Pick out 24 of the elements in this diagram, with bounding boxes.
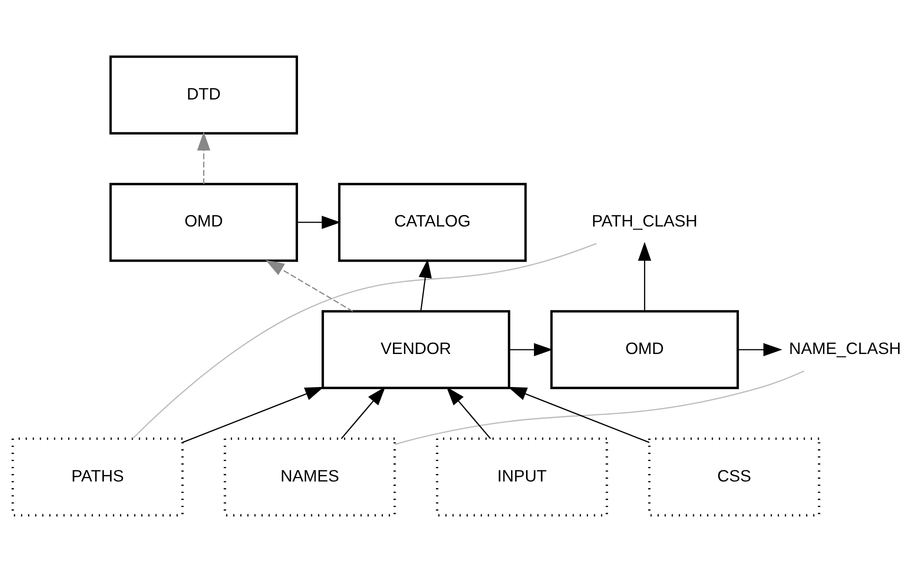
node-text: PATH_CLASH xyxy=(592,212,698,231)
arrow xyxy=(509,343,553,356)
arrow xyxy=(638,242,652,312)
node-box: PATHS xyxy=(12,437,184,516)
node-box: VENDOR xyxy=(322,310,510,390)
arrow xyxy=(197,132,210,184)
connector xyxy=(132,243,597,440)
node-box: OMD xyxy=(109,182,298,262)
node-box: INPUT xyxy=(436,437,608,516)
arrow xyxy=(340,386,386,440)
node-box: CATALOG xyxy=(338,182,527,262)
arrow xyxy=(508,386,650,444)
connector xyxy=(394,370,804,445)
node-box: OMD xyxy=(550,310,739,390)
arrow xyxy=(297,216,341,229)
node-box: CSS xyxy=(648,437,820,516)
arrow xyxy=(446,386,491,440)
arrow xyxy=(265,260,354,312)
arrow xyxy=(738,343,782,356)
arrow xyxy=(418,258,432,312)
node-box: NAMES xyxy=(224,437,396,516)
node-box: DTD xyxy=(109,56,298,135)
node-text: NAME_CLASH xyxy=(789,340,901,358)
arrow xyxy=(182,386,324,444)
